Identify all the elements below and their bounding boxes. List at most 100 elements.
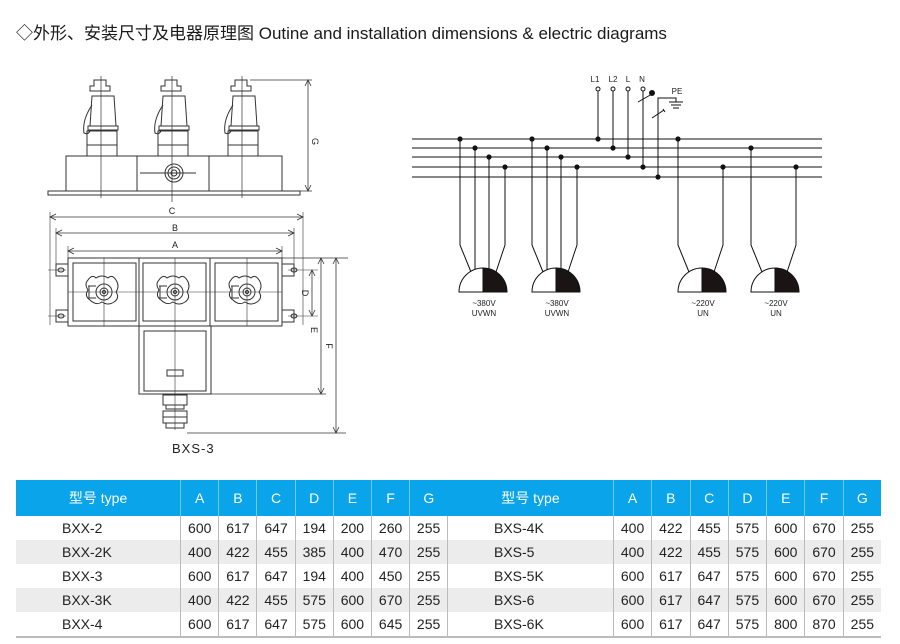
dimension-value-cell: 255 [843,540,881,564]
dim-label-f: F [324,343,334,349]
dimension-value-cell: 470 [371,540,411,564]
column-header-a: A [613,480,653,516]
dimension-value-cell: 670 [371,588,411,612]
dimension-value-cell: 255 [409,612,448,638]
model-type-cell: BXS-6K [448,612,614,638]
table-header-row: 型号 type A B C D E F G [448,480,881,516]
dimension-value-cell: 575 [295,588,334,612]
dimension-value-cell: 575 [728,516,768,540]
column-header-e: E [766,480,806,516]
cable-gland-icon [140,163,196,183]
electric-diagram: L1 L2 L N PE [412,75,822,318]
socket-voltage-label: ~220V [691,299,715,308]
dimension-value-cell: 617 [218,516,258,540]
dimension-value-cell: 600 [180,612,220,638]
dimension-value-cell: 600 [333,588,373,612]
dim-label-c: C [169,206,176,216]
socket-wiring-label: UN [697,309,709,318]
base-plate [47,190,301,196]
dimension-value-cell: 422 [651,540,691,564]
dimension-value-cell: 194 [295,516,334,540]
indicator-slot [166,369,184,377]
model-type-cell: BXX-4 [16,612,182,638]
dimension-value-cell: 400 [180,540,220,564]
column-header-b: B [651,480,691,516]
dimension-value-cell: 200 [333,516,373,540]
dimension-value-cell: 455 [690,540,729,564]
plug-connector-icon [83,79,119,157]
socket-wiring-label: UN [770,309,782,318]
dim-label-a: A [172,240,178,250]
dimension-value-cell: 670 [804,540,844,564]
dimension-value-cell: 422 [651,516,691,540]
dimension-value-cell: 260 [371,516,411,540]
socket-symbol-icon [750,267,800,293]
model-type-cell: BXX-3K [16,588,182,612]
dimension-value-cell: 575 [728,588,768,612]
dimension-value-cell: 255 [850,568,875,584]
model-type-cell: BXS-4K [448,516,614,540]
dimension-value-cell: 255 [409,516,448,540]
page-title: ◇外形、安装尺寸及电器原理图 Outine and installation d… [16,24,667,43]
terminal-label-l2: L2 [609,75,618,84]
dim-label-e: E [309,327,319,333]
dimension-value-cell: 617 [651,588,691,612]
terminal-icon [625,86,631,92]
dimension-value-cell: 400 [333,540,373,564]
dimension-value-cell: 455 [690,516,729,540]
column-header-f: F [371,480,411,516]
dimension-value-cell: 400 [613,540,653,564]
plug-connector-icon [224,79,260,157]
column-header-d: D [295,480,334,516]
dimension-value-cell: 870 [804,612,844,638]
dimension-value-cell: 600 [613,564,653,588]
column-header-type: 型号 type [448,480,614,516]
plan-view: C B A [48,206,348,434]
column-header-b: B [218,480,258,516]
column-header-g: G [843,480,881,516]
dim-label-d: D [300,290,310,297]
dimension-value-cell: 670 [804,588,844,612]
terminal-label-l1: L1 [591,75,600,84]
dimension-value-cell: 647 [690,588,729,612]
dimension-value-cell: 400 [333,564,373,588]
dimension-value-cell: 575 [728,540,768,564]
dimension-value-cell: 255 [409,564,448,588]
column-header-e: E [333,480,373,516]
dimension-value-cell: 647 [690,564,729,588]
terminal-icon [610,86,616,92]
socket-wiring-label: UVWN [545,309,570,318]
table-header-row: 型号 type A B C D E F G [16,480,448,516]
dimension-value-cell: 647 [256,612,296,638]
dimension-value-cell: 400 [613,516,653,540]
column-header-type: 型号 type [16,480,182,516]
dimension-value-cell: 600 [333,612,373,638]
socket-face-icon [85,275,119,305]
dimension-value-cell: 450 [371,564,411,588]
socket-symbol-icon [531,267,581,293]
model-label: BXS-3 [172,441,215,456]
dimension-value-cell: 455 [256,540,296,564]
dimension-value-cell: 600 [766,516,806,540]
column-header-a: A [180,480,220,516]
ground-icon [669,101,683,109]
dimension-value-cell: 645 [371,612,411,638]
dimension-value-cell: 575 [295,612,334,638]
model-type-cell: BXS-6 [448,588,614,612]
dimension-value-cell: 255 [409,540,448,564]
dimension-value-cell: 670 [804,564,844,588]
dimension-value-cell: 600 [766,540,806,564]
terminal-label-l: L [626,75,631,84]
dimension-value-cell: 255 [850,520,875,536]
dimension-value-cell: 422 [218,540,258,564]
